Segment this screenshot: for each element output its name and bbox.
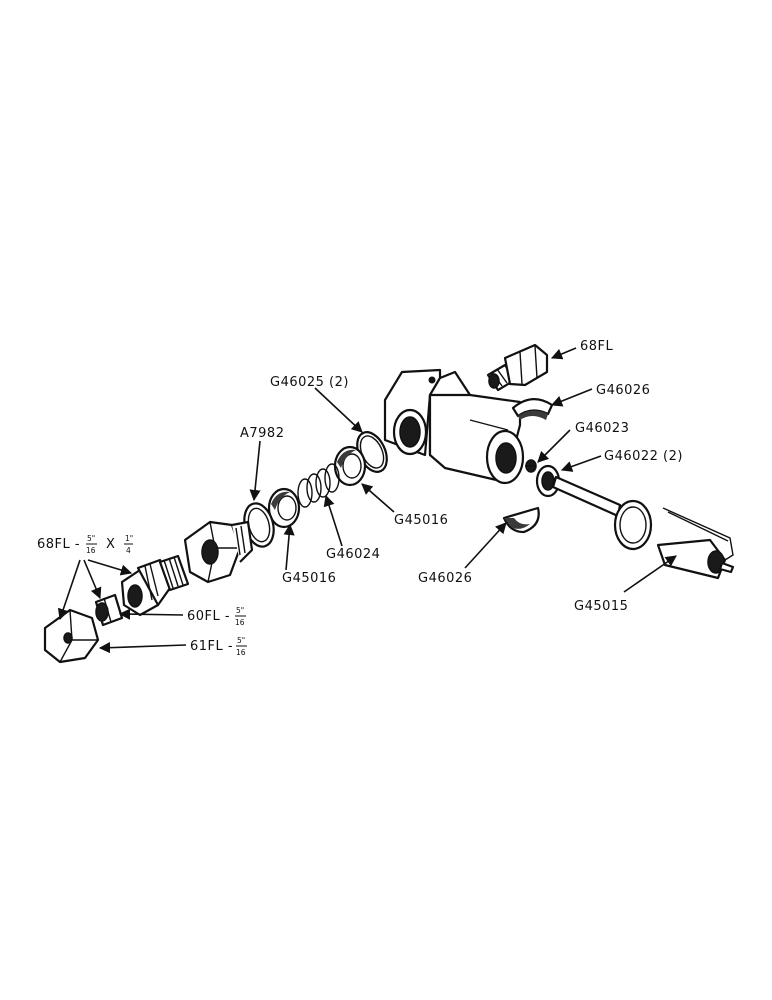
svg-text:60FL -: 60FL - [187, 609, 230, 624]
label-elbow: 68FL - 5" 16 X 1" 4 [37, 534, 133, 555]
label-gasket: A7982 [240, 426, 284, 441]
sleeve-60fl [94, 593, 124, 627]
label-washer-left: G45016 [282, 571, 336, 586]
fitting-68fl-top [486, 343, 549, 392]
label-nut: 61FL - 5" 16 [190, 636, 247, 657]
valve-body [383, 368, 525, 485]
leader-lines [57, 347, 677, 654]
svg-text:16: 16 [235, 618, 245, 627]
spring [297, 463, 340, 508]
pin [525, 459, 537, 473]
label-lock-top: G46026 [596, 383, 650, 398]
svg-text:X: X [106, 537, 115, 552]
label-cap: G45015 [574, 599, 628, 614]
nut-61fl [43, 608, 100, 664]
label-ring: G46025 (2) [270, 375, 349, 390]
svg-text:5": 5" [87, 534, 95, 543]
svg-text:68FL -: 68FL - [37, 537, 80, 552]
label-spring: G46024 [326, 547, 380, 562]
label-washer-right: G45016 [394, 513, 448, 528]
label-sleeve: 60FL - 5" 16 [187, 606, 246, 627]
label-fitting-68fl: 68FL [580, 339, 614, 354]
lock-half-bottom [502, 506, 540, 534]
label-pin: G46023 [575, 421, 629, 436]
svg-text:61FL -: 61FL - [190, 639, 233, 654]
svg-text:5": 5" [236, 606, 244, 615]
plunger [535, 464, 653, 551]
cap-retainer [656, 507, 735, 580]
label-plunger: G46022 (2) [604, 449, 683, 464]
svg-text:1": 1" [125, 534, 133, 543]
label-lock-bottom: G46026 [418, 571, 472, 586]
svg-text:5": 5" [237, 636, 245, 645]
hex-adapter [183, 520, 254, 584]
lock-half-top [511, 398, 554, 420]
svg-text:16: 16 [236, 648, 246, 657]
elbow-68fl [120, 554, 190, 617]
svg-text:4: 4 [126, 546, 131, 555]
svg-text:16: 16 [86, 546, 96, 555]
